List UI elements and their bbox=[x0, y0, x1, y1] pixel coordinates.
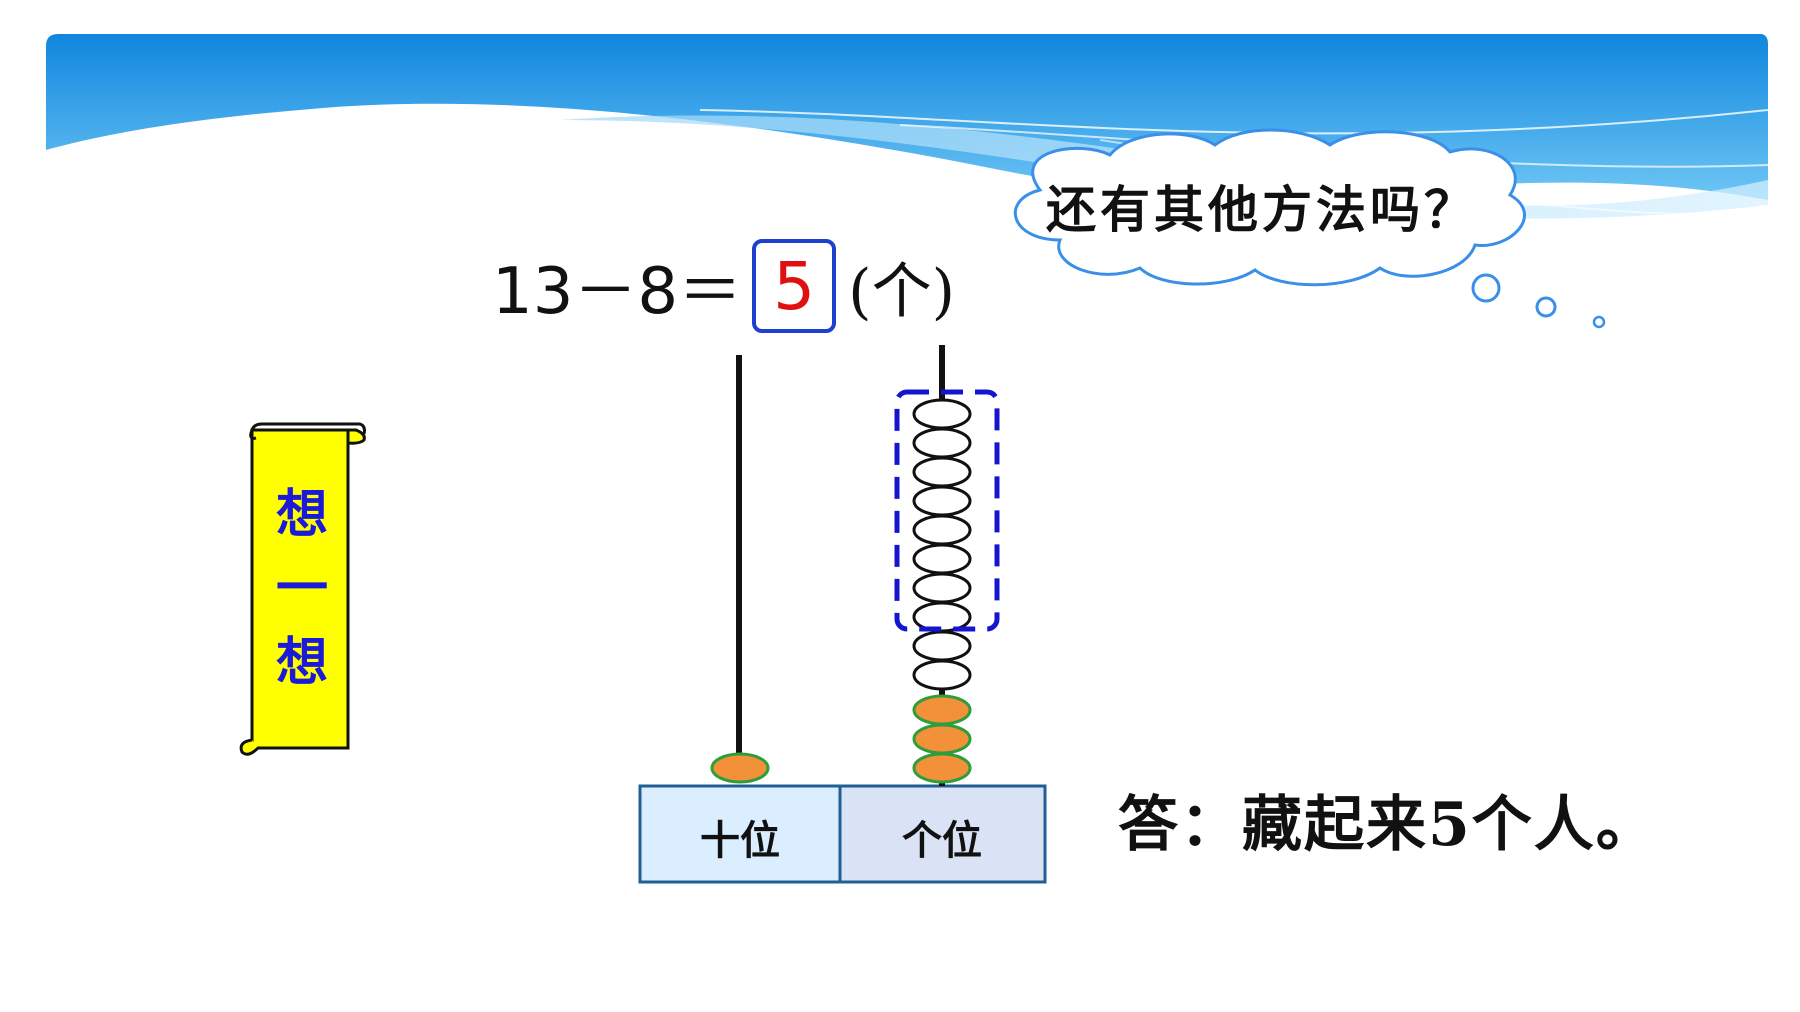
answer-box: 5 bbox=[752, 239, 837, 333]
thought-cloud bbox=[1013, 128, 1606, 329]
ones-bead-hidden bbox=[912, 456, 972, 488]
ones-beads bbox=[912, 398, 972, 784]
ones-bead-colored bbox=[912, 752, 972, 784]
scroll-char-2: 一 bbox=[275, 558, 328, 619]
scroll-char-1: 想 bbox=[275, 484, 328, 545]
ones-bead-hidden bbox=[912, 572, 972, 604]
ones-bead-white bbox=[912, 630, 972, 662]
scroll-text: 想 一 想 bbox=[262, 478, 342, 700]
ones-bead-hidden bbox=[912, 485, 972, 517]
equation-left: 13－8＝ bbox=[492, 255, 743, 329]
ones-place-box bbox=[838, 784, 1047, 884]
scroll-char-3: 想 bbox=[275, 632, 328, 693]
ones-place-label: 个位 bbox=[902, 817, 982, 864]
ones-bead-hidden bbox=[912, 514, 972, 546]
ones-bead-white bbox=[912, 659, 972, 691]
hidden-beads-dashed-box bbox=[894, 389, 1000, 632]
ones-bead-colored bbox=[912, 694, 972, 726]
scroll-banner bbox=[239, 422, 366, 756]
tens-place-label: 十位 bbox=[700, 817, 780, 864]
equation: 13－8＝ 5 (个) bbox=[492, 236, 955, 336]
abacus bbox=[638, 345, 1047, 884]
answer-sentence: 答：藏起来5个人。 bbox=[1118, 790, 1658, 860]
equation-unit: (个) bbox=[848, 256, 955, 327]
thought-bubble-text: 还有其他方法吗？ bbox=[1046, 180, 1478, 239]
ones-bead-hidden bbox=[912, 543, 972, 575]
tens-bead bbox=[710, 752, 770, 784]
ones-bead-hidden bbox=[912, 427, 972, 459]
ones-bead-colored bbox=[912, 723, 972, 755]
answer-value: 5 bbox=[773, 247, 816, 325]
ones-bead-hidden bbox=[912, 398, 972, 430]
